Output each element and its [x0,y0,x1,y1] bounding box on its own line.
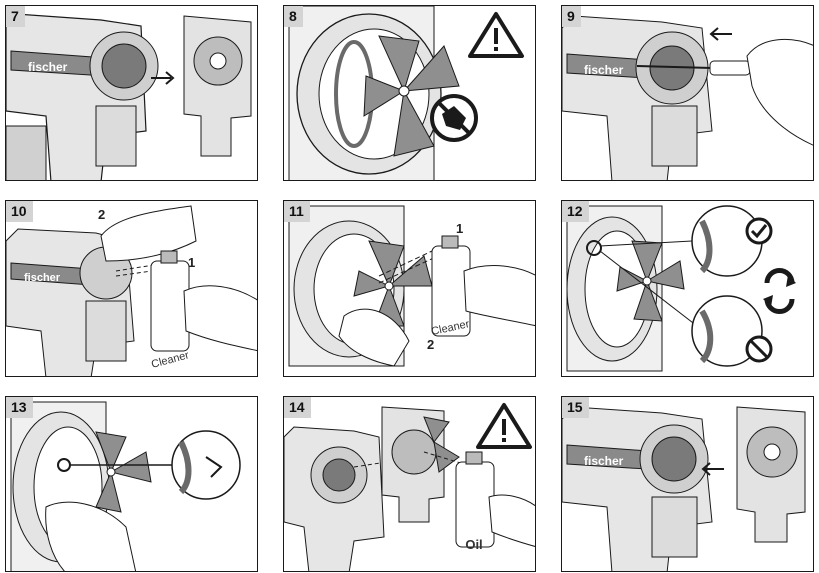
magazine [651,105,698,167]
module-hub [763,443,781,461]
arrow-head-icon [165,71,175,85]
arrow-head-icon [709,27,719,41]
step-number: 13 [6,397,33,418]
screwdriver-shaft [636,65,713,69]
brand-logo: fischer [584,454,624,468]
step-11-panel: 11 Cleaner 1 2 [283,200,536,377]
fan-wheel [95,431,152,513]
module-hub [209,52,227,70]
leader-line [599,240,693,247]
can-label: Cleaner [150,349,191,371]
step-13-panel: 13 [5,396,258,572]
step-number: 10 [6,201,33,222]
latch-detail [205,456,223,478]
cloth-hand [100,205,197,262]
check-icon [745,217,773,245]
seal-detail [178,440,192,495]
hand [183,285,257,352]
can-nozzle [160,250,178,264]
step-15-illustration: fischer [562,406,806,571]
prohibited-slash [749,339,769,359]
step-11-illustration: Cleaner 1 2 [288,205,535,367]
step-number: 8 [284,6,303,27]
arrow-head-icon [701,462,711,476]
step-9-illustration: fischer [562,15,813,180]
step-14-panel: 14 Oil [283,396,536,572]
fan-wheel [616,240,685,322]
inspection-point [586,240,602,256]
brand-logo: fischer [28,60,68,74]
cloth-hand [45,501,137,571]
can-nozzle [465,451,483,465]
step-number: 15 [562,397,589,418]
cloth-hand [338,308,410,367]
magazine [85,300,127,362]
callout-cloth: 2 [98,207,105,222]
step-12-panel: 12 [561,200,814,377]
step-8-illustration [288,6,524,180]
step-10-panel: 10 fischer Cleaner 2 1 [5,200,258,377]
magazine [95,105,137,167]
handle [6,125,47,180]
rotate-icon [763,268,796,314]
step-number: 12 [562,201,589,222]
guide-line [353,456,420,468]
fan-wheel [363,35,460,157]
can-label: Oil [465,537,482,552]
step-number: 7 [6,6,25,27]
step-number: 9 [562,6,581,27]
step-12-illustration [566,205,796,372]
warning-icon [468,12,524,58]
hand [463,265,535,327]
oil-can [455,461,495,548]
step-9-panel: 9 fischer [561,5,814,181]
step-13-illustration [10,401,241,571]
hand [488,494,535,547]
hand [746,38,813,146]
fan-wheel [353,240,433,327]
motor-core [651,436,697,482]
magazine [651,496,698,558]
seal-bad [699,309,714,364]
do-not-touch-icon [430,94,478,142]
module-disc [391,429,437,475]
screwdriver-handle [709,60,751,76]
warning-icon [476,403,532,449]
brand-logo: fischer [584,63,624,77]
brand-logo: fischer [24,272,61,284]
leader-line [599,250,698,327]
step-14-illustration: Oil [284,403,535,571]
motor-core [322,458,356,492]
callout-cloth: 2 [427,337,434,352]
callout-spray: 1 [456,221,463,236]
step-10-illustration: fischer Cleaner 2 1 [6,205,257,376]
step-number: 11 [284,201,310,222]
step-number: 14 [284,397,311,418]
step-7-panel: 7 fischer [5,5,258,181]
fan-wheel [423,416,460,473]
can-nozzle [441,235,459,249]
cleaner-can [150,260,190,352]
step-8-panel: 8 [283,5,536,181]
checkmark-icon [750,224,768,239]
seal-ok [699,219,713,274]
step-7-illustration: fischer [6,13,252,180]
step-15-panel: 15 fischer [561,396,814,572]
callout-spray: 1 [188,255,195,270]
motor-core [101,43,147,89]
